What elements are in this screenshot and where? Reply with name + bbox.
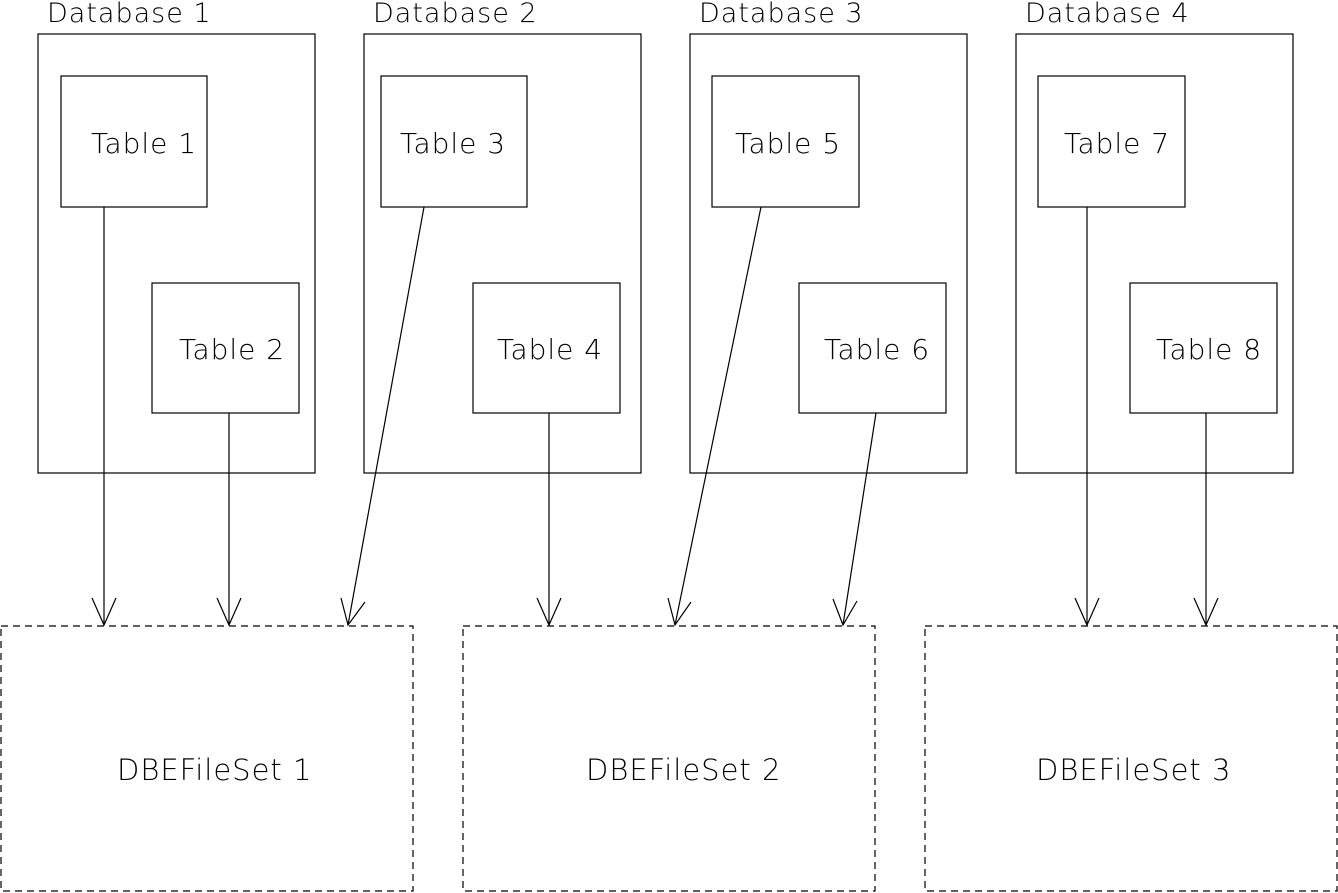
table-label: Table 6 — [824, 333, 930, 366]
database-box — [689, 33, 968, 474]
database-label: Database 1 — [47, 0, 212, 29]
database-3: Database 3 Table 5 Table 6 — [689, 0, 968, 474]
table-box — [798, 282, 947, 414]
table-label: Table 8 — [1156, 333, 1262, 366]
database-box — [1015, 33, 1294, 474]
database-label: Database 2 — [373, 0, 538, 29]
table-label: Table 5 — [735, 127, 841, 160]
fileset-3: DBEFileSet 3 — [924, 625, 1338, 892]
arrow-table-4 — [536, 413, 562, 627]
database-2: Database 2 Table 3 Table 4 — [363, 0, 642, 474]
table-box — [60, 75, 208, 208]
fileset-1: DBEFileSet 1 — [0, 625, 414, 892]
table-label: Table 4 — [497, 333, 603, 366]
database-box — [363, 33, 642, 474]
table-label: Table 7 — [1064, 127, 1170, 160]
arrow-table-3 — [340, 206, 425, 627]
table-label: Table 1 — [91, 127, 197, 160]
arrows — [91, 206, 1219, 627]
fileset-label: DBEFileSet 3 — [1036, 753, 1231, 787]
fileset-box — [924, 625, 1338, 892]
arrow-table-2 — [216, 413, 242, 627]
database-label: Database 4 — [1025, 0, 1190, 29]
arrow-table-6 — [832, 412, 877, 627]
arrow-table-7 — [1074, 207, 1100, 627]
table-label: Table 2 — [179, 333, 285, 366]
database-label: Database 3 — [699, 0, 864, 29]
table-label: Table 3 — [400, 127, 506, 160]
table-box — [711, 75, 860, 208]
table-box — [151, 282, 300, 414]
database-box — [37, 33, 316, 474]
fileset-box — [462, 625, 876, 892]
fileset-box — [0, 625, 414, 892]
table-box — [380, 75, 528, 208]
database-1: Database 1 Table 1 Table 2 — [37, 0, 316, 474]
table-box — [1129, 282, 1278, 414]
arrow-table-1 — [91, 207, 117, 627]
table-box — [1037, 75, 1186, 208]
database-4: Database 4 Table 7 Table 8 — [1015, 0, 1294, 474]
arrow-table-8 — [1193, 413, 1219, 627]
arrow-table-5 — [667, 206, 762, 627]
fileset-label: DBEFileSet 1 — [117, 753, 312, 787]
fileset-2: DBEFileSet 2 — [462, 625, 876, 892]
table-box — [472, 282, 621, 414]
fileset-label: DBEFileSet 2 — [586, 753, 781, 787]
